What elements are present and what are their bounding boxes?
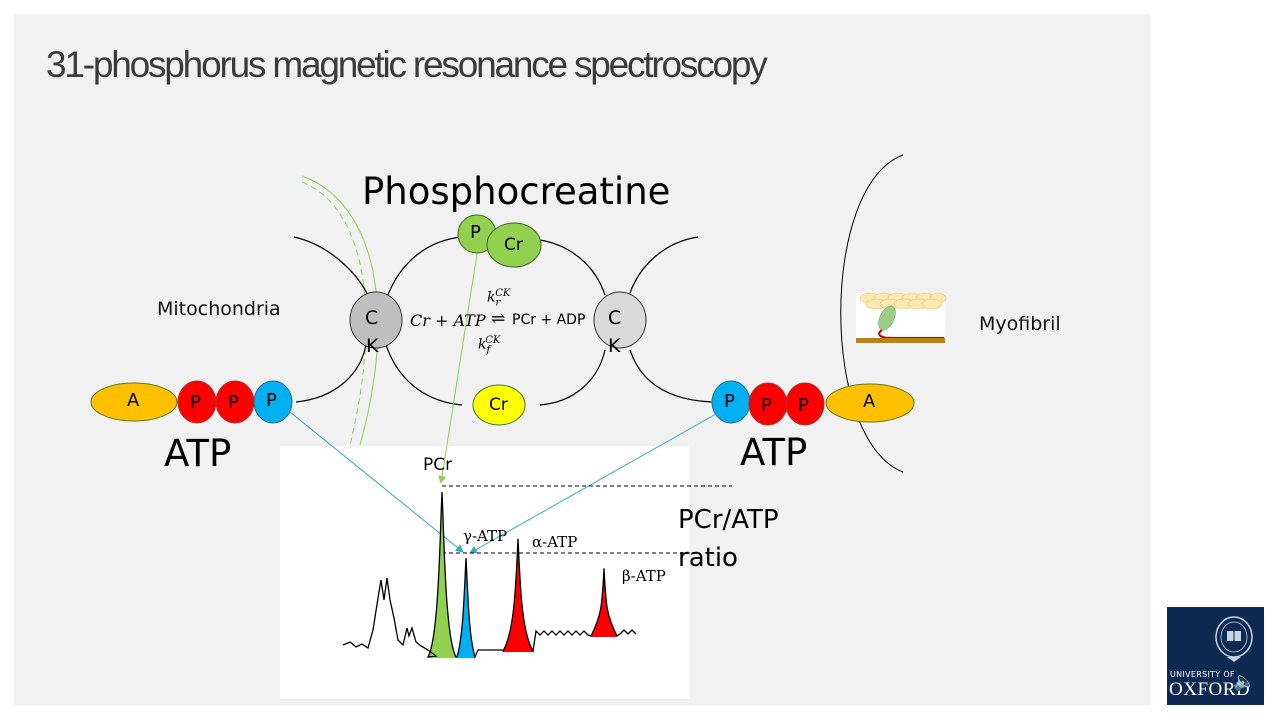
reaction-right: PCr + ADP	[512, 312, 586, 328]
atp-left-phosphate-3	[253, 380, 293, 424]
peak-label-gamma-atp: γ-ATP	[463, 527, 508, 545]
atp-right-a-letter: A	[863, 391, 876, 412]
mitochondria-label: Mitochondria	[157, 298, 281, 320]
right-atp-arrow	[469, 413, 717, 554]
ck-left-c-letter: C	[365, 307, 379, 329]
pcr-atp-ratio-line1: PCr/ATP	[678, 505, 779, 535]
rate-sup: CK	[495, 288, 511, 299]
rate-constant-forward: kfCK	[478, 335, 500, 355]
myofibril-icon	[856, 292, 947, 343]
atp-right-phosphate-1	[785, 382, 825, 426]
rate-sub: r	[495, 297, 501, 309]
peak-label-pcr: PCr	[423, 455, 453, 475]
creatine-molecule	[472, 384, 526, 426]
left-arc-lower	[295, 344, 367, 403]
speaker-icon[interactable]: 🔈	[1233, 671, 1256, 692]
pcr-cr-letter: Cr	[504, 235, 523, 255]
logo-oxford: OXFORD	[1169, 679, 1251, 700]
atp-left-a-letter: A	[127, 390, 140, 411]
reaction-left: Cr + ATP	[410, 311, 486, 330]
mitochondrial-inner-membrane-dashed	[301, 181, 367, 446]
phosphocreatine-label: Phosphocreatine	[362, 170, 671, 213]
university-logo: UNIVERSITY OF OXFORD 🔈	[1167, 607, 1264, 705]
rate-k: k	[487, 289, 496, 306]
pcr-arrow	[438, 253, 478, 484]
spectrum-plot	[342, 491, 637, 659]
right-arc-lower	[629, 349, 713, 403]
rate-k: k	[478, 336, 487, 353]
ck-right-k-letter: K	[608, 335, 621, 357]
atp-right-p3-letter: P	[724, 391, 735, 412]
mitochondrial-outer-membrane	[301, 175, 379, 446]
ck-right-c-letter: C	[608, 307, 622, 329]
atp-left-p1-letter: P	[190, 392, 201, 413]
atp-right-adenosine	[825, 383, 915, 423]
center-arc-top-left	[385, 236, 463, 301]
atp-left-p2-letter: P	[228, 392, 239, 413]
atp-right-p1-letter: P	[798, 395, 809, 416]
pcr-p-letter: P	[470, 222, 481, 243]
spectrum-panel	[280, 446, 690, 699]
crest-icon	[1215, 616, 1253, 662]
center-arc-bottom-left	[385, 344, 463, 406]
peak-label-alpha-atp: α-ATP	[532, 533, 578, 551]
atp-left-p3-letter: P	[266, 390, 277, 411]
spectrum-peak-PCr	[428, 492, 456, 658]
atp-left-adenosine	[90, 382, 178, 422]
rate-constant-reverse: krCK	[487, 288, 510, 308]
right-arc-upper	[629, 236, 699, 294]
ck-enzyme-right	[593, 291, 647, 349]
spectrum-peak-alpha-ATP	[503, 538, 533, 652]
atp-right-p2-letter: P	[761, 395, 772, 416]
ck-enzyme-left	[349, 291, 403, 349]
ck-left-k-letter: K	[366, 335, 379, 357]
myofibril-membrane	[840, 154, 904, 473]
pcr-creatine	[486, 222, 542, 268]
peak-label-beta-atp: β-ATP	[622, 567, 666, 585]
rate-sup: CK	[485, 335, 501, 346]
slide-title: 31-phosphorus magnetic resonance spectro…	[46, 44, 768, 85]
rate-sub: f	[486, 344, 491, 356]
spectrum-trace	[342, 491, 637, 659]
myofibril-label: Myofibril	[979, 313, 1061, 335]
atp-right-label: ATP	[740, 431, 808, 474]
logo-university-of: UNIVERSITY OF	[1170, 670, 1235, 679]
pcr-atp-ratio-line2: ratio	[678, 543, 738, 573]
reaction-arrow: ⇌	[491, 309, 506, 329]
spectrum-peak-beta-ATP	[591, 568, 617, 637]
creatine-letter: Cr	[489, 395, 508, 415]
left-atp-arrow	[289, 411, 464, 553]
left-arc-upper	[293, 236, 371, 301]
center-arc-top-right	[539, 239, 606, 296]
atp-left-label: ATP	[164, 432, 232, 475]
center-arc-bottom-right	[539, 349, 606, 406]
